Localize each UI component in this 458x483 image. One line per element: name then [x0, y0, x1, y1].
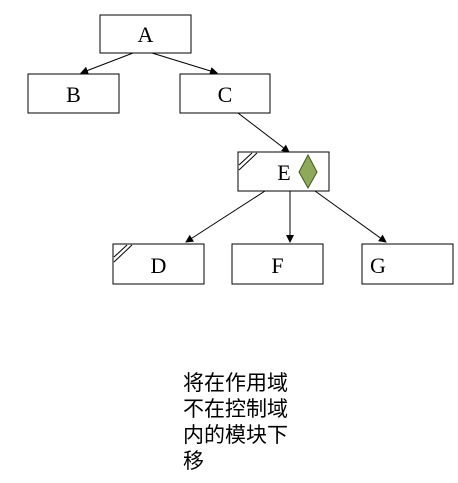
node-c: C: [179, 73, 271, 114]
node-d-label: D: [151, 253, 167, 278]
node-c-box: [179, 73, 271, 114]
node-g: G: [361, 243, 454, 285]
caption-line-2: 不在控制域: [183, 397, 288, 421]
node-a: A: [99, 14, 192, 54]
edge-e-to-g: [314, 190, 387, 243]
node-b: B: [27, 73, 120, 114]
node-f: F: [231, 243, 324, 285]
node-a-label: A: [138, 22, 154, 47]
node-g-label: G: [370, 253, 386, 278]
node-c-label: C: [218, 82, 233, 107]
caption-line-4: 移: [183, 449, 204, 473]
caption-line-3: 内的模块下: [183, 423, 288, 447]
edge-c-to-e: [237, 112, 290, 153]
edge-a-to-c: [151, 52, 218, 75]
caption-text: 将在作用域 不在控制域 内的模块下 移: [183, 370, 323, 474]
node-d-hatch-mark: [113, 244, 133, 263]
edge-e-to-d: [185, 190, 266, 243]
node-b-box: [27, 73, 120, 114]
node-d: D: [112, 243, 205, 285]
node-f-label: F: [271, 253, 283, 278]
node-g-box: [361, 243, 454, 285]
node-b-label: B: [66, 82, 81, 107]
edge-a-to-b: [80, 52, 134, 75]
node-e: E: [237, 151, 330, 192]
node-a-box: [99, 14, 192, 54]
node-f-box: [231, 243, 324, 285]
diamond-icon: [298, 153, 318, 190]
caption-line-1: 将在作用域: [183, 371, 288, 395]
node-e-hatch-mark: [238, 152, 258, 171]
node-d-box: [112, 243, 205, 285]
node-e-label: E: [277, 160, 290, 185]
